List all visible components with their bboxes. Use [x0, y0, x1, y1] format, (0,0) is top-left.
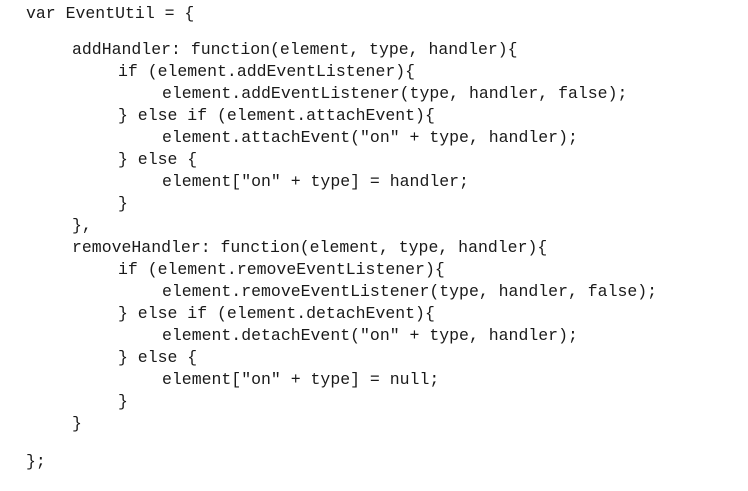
- code-line: element.removeEventListener(type, handle…: [162, 282, 658, 301]
- code-line: }: [118, 194, 128, 213]
- code-line: element["on" + type] = null;: [162, 370, 440, 389]
- code-line: } else if (element.detachEvent){: [118, 304, 435, 323]
- code-line: } else {: [118, 150, 198, 169]
- code-line: element.attachEvent("on" + type, handler…: [162, 128, 578, 147]
- code-line: } else if (element.attachEvent){: [118, 106, 435, 125]
- code-line: if (element.addEventListener){: [118, 62, 416, 81]
- code-line: };: [26, 452, 46, 471]
- code-line: element.addEventListener(type, handler, …: [162, 84, 628, 103]
- code-line: element.detachEvent("on" + type, handler…: [162, 326, 578, 345]
- code-line: }: [72, 414, 82, 433]
- code-line: } else {: [118, 348, 198, 367]
- code-line: addHandler: function(element, type, hand…: [72, 40, 518, 59]
- code-line: element["on" + type] = handler;: [162, 172, 469, 191]
- code-line: }: [118, 392, 128, 411]
- code-line: if (element.removeEventListener){: [118, 260, 445, 279]
- code-line: var EventUtil = {: [26, 4, 195, 23]
- code-line: },: [72, 216, 92, 235]
- code-line: removeHandler: function(element, type, h…: [72, 238, 548, 257]
